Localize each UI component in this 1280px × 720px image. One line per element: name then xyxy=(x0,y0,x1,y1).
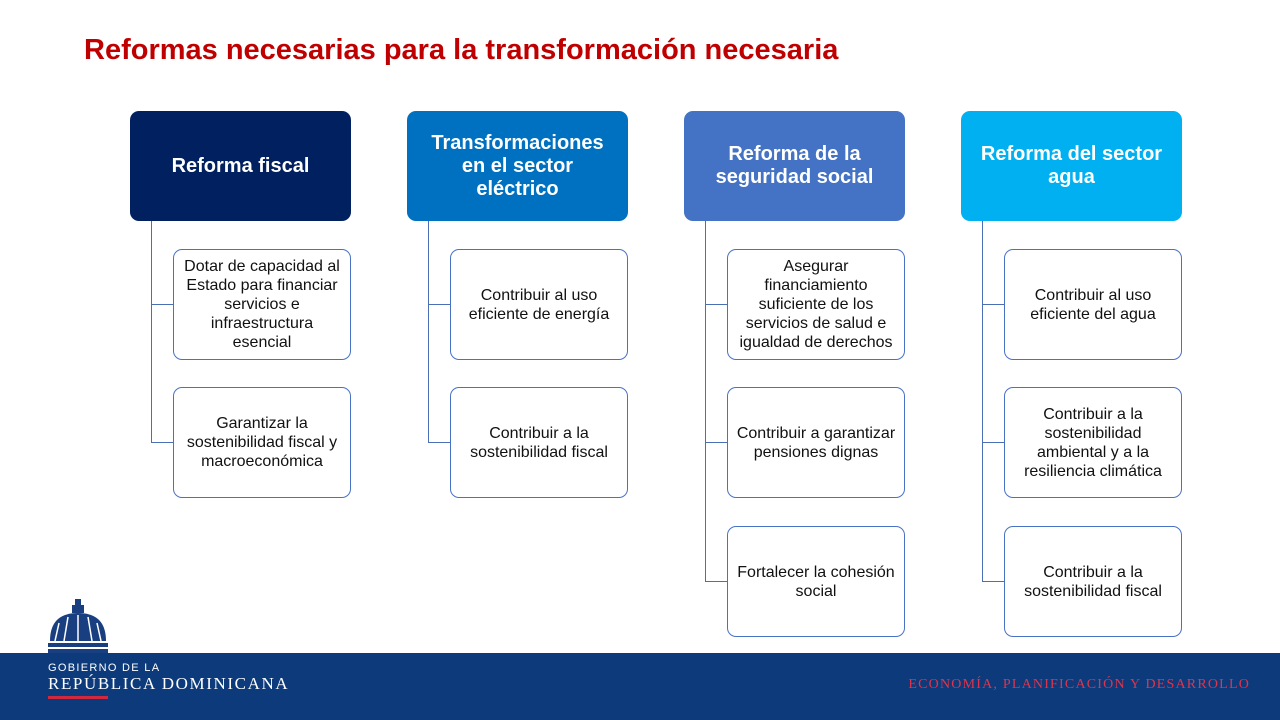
reform-header: Reforma del sector agua xyxy=(961,111,1182,221)
objective-box: Garantizar la sostenibilidad fiscal y ma… xyxy=(173,387,351,498)
objective-box: Contribuir a garantizar pensiones dignas xyxy=(727,387,905,498)
government-dome-logo xyxy=(48,599,108,653)
connector-branch xyxy=(151,304,173,305)
connector-line xyxy=(705,221,706,581)
connector-branch xyxy=(705,581,727,582)
objective-box: Asegurar financiamiento suficiente de lo… xyxy=(727,249,905,360)
slide-title: Reformas necesarias para la transformaci… xyxy=(84,34,839,66)
objective-box: Contribuir al uso eficiente del agua xyxy=(1004,249,1182,360)
connector-branch xyxy=(982,442,1004,443)
reform-header: Reforma de la seguridad social xyxy=(684,111,905,221)
footer-tagline: ECONOMÍA, PLANIFICACIÓN Y DESARROLLO xyxy=(908,677,1250,692)
reform-header: Transformaciones en el sector eléctrico xyxy=(407,111,628,221)
connector-line xyxy=(982,221,983,581)
objective-box: Contribuir a la sostenibilidad ambiental… xyxy=(1004,387,1182,498)
footer-band xyxy=(0,653,1280,720)
objective-box: Fortalecer la cohesión social xyxy=(727,526,905,637)
connector-branch xyxy=(982,304,1004,305)
reform-header: Reforma fiscal xyxy=(130,111,351,221)
connector-branch xyxy=(151,442,173,443)
objective-box: Contribuir a la sostenibilidad fiscal xyxy=(450,387,628,498)
footer-red-accent xyxy=(48,696,108,699)
objective-box: Contribuir a la sostenibilidad fiscal xyxy=(1004,526,1182,637)
connector-branch xyxy=(428,304,450,305)
connector-branch xyxy=(705,442,727,443)
connector-line xyxy=(428,221,429,442)
objective-box: Contribuir al uso eficiente de energía xyxy=(450,249,628,360)
footer-gov-line1: GOBIERNO DE LA xyxy=(48,662,161,674)
footer-gov-line2: REPÚBLICA DOMINICANA xyxy=(48,674,290,693)
connector-branch xyxy=(428,442,450,443)
connector-branch xyxy=(982,581,1004,582)
objective-box: Dotar de capacidad al Estado para financ… xyxy=(173,249,351,360)
connector-line xyxy=(151,221,152,442)
connector-branch xyxy=(705,304,727,305)
